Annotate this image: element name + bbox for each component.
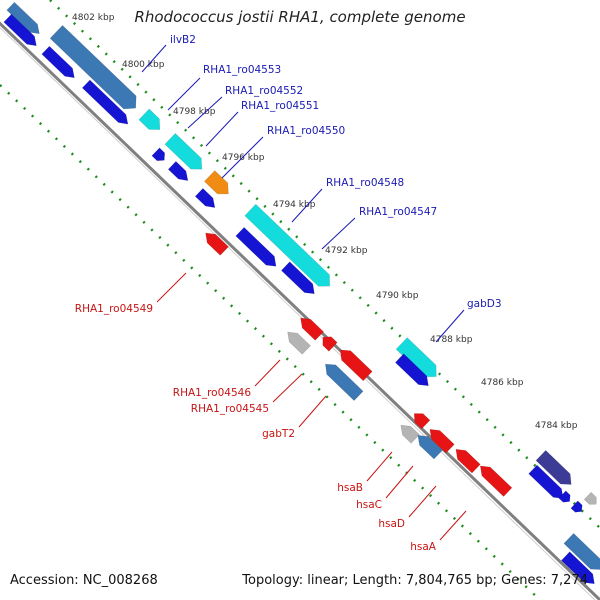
label-leader — [141, 44, 167, 73]
gene-reverse — [287, 331, 311, 355]
gene-label-reverse: hsaD — [378, 518, 405, 530]
label-leader — [408, 485, 437, 518]
gene-label-reverse: hsaA — [410, 541, 437, 553]
gene-forward — [164, 132, 203, 170]
label-leader — [321, 217, 356, 250]
gene-label-forward: RHA1_ro04553 — [203, 64, 281, 76]
gene-reverse — [455, 448, 481, 474]
gene-label-forward: RHA1_ro04550 — [267, 125, 345, 137]
label-leader — [205, 111, 239, 147]
gene-forward — [41, 45, 75, 79]
gene-forward — [563, 532, 600, 570]
gene-reverse — [325, 363, 364, 402]
kbp-tick-label: 4790 kbp — [376, 291, 419, 301]
gene-label-forward: RHA1_ro04548 — [326, 177, 404, 189]
gene-reverse — [300, 317, 324, 341]
gene-reverse — [429, 428, 455, 454]
gene-reverse — [205, 232, 229, 256]
gene-label-reverse: RHA1_ro04549 — [75, 303, 153, 315]
gene-label-reverse: hsaB — [337, 482, 363, 494]
label-leader — [298, 395, 327, 428]
gene-forward — [138, 108, 161, 130]
gene-forward — [194, 187, 216, 208]
gene-forward — [6, 1, 40, 35]
genome-summary-text: Topology: linear; Length: 7,804,765 bp; … — [242, 573, 588, 588]
label-leader — [385, 465, 414, 499]
gene-forward — [570, 500, 583, 513]
gene-reverse — [479, 465, 513, 497]
kbp-tick-label: 4800 kbp — [122, 60, 165, 70]
tick-track-1 — [49, 0, 600, 529]
label-leader — [439, 510, 467, 541]
gene-forward — [151, 147, 166, 162]
gene-forward — [203, 170, 229, 195]
label-leader — [291, 188, 323, 223]
label-leader — [221, 136, 264, 179]
gene-reverse — [400, 424, 420, 444]
map-title: Rhodococcus jostii RHA1, complete genome — [134, 8, 466, 26]
gene-forward — [558, 490, 571, 503]
kbp-tick-label: 4788 kbp — [430, 335, 473, 345]
gene-label-forward: gabD3 — [467, 298, 502, 310]
gene-forward — [560, 551, 595, 585]
gene-reverse — [413, 413, 431, 430]
gene-forward — [395, 337, 437, 378]
gene-forward — [528, 464, 564, 499]
gene-label-forward: ilvB2 — [170, 34, 196, 46]
gene-forward — [167, 160, 189, 181]
gene-reverse — [417, 434, 443, 460]
gene-label-reverse: gabT2 — [262, 428, 295, 440]
label-leader — [366, 451, 393, 482]
label-leader — [187, 96, 223, 129]
kbp-tick-label: 4784 kbp — [535, 421, 578, 431]
genome-backbone-shadow — [0, 26, 596, 600]
gene-forward — [394, 353, 429, 387]
gene-reverse — [322, 336, 338, 352]
gene-forward — [535, 449, 572, 485]
gene-label-reverse: RHA1_ro04545 — [191, 403, 269, 415]
gene-label-forward: RHA1_ro04551 — [241, 100, 319, 112]
gene-forward — [583, 491, 597, 505]
kbp-tick-label: 4802 kbp — [72, 13, 115, 23]
gene-label-forward: RHA1_ro04552 — [225, 85, 303, 97]
label-leader — [435, 309, 465, 343]
gene-label-reverse: hsaC — [356, 499, 382, 511]
gene-forward — [81, 79, 129, 125]
label-leader — [156, 272, 187, 303]
label-leader — [272, 373, 303, 403]
gene-label-forward: RHA1_ro04547 — [359, 206, 437, 218]
kbp-tick-label: 4796 kbp — [222, 153, 265, 163]
gene-label-reverse: RHA1_ro04546 — [173, 387, 252, 399]
kbp-tick-label: 4786 kbp — [481, 378, 524, 388]
kbp-tick-label: 4794 kbp — [273, 200, 316, 210]
accession-text: Accession: NC_008268 — [10, 573, 158, 588]
kbp-tick-label: 4798 kbp — [173, 107, 216, 117]
gene-reverse — [339, 349, 373, 382]
gene-forward — [235, 226, 277, 267]
gene-forward — [280, 261, 315, 295]
kbp-tick-label: 4792 kbp — [325, 246, 368, 256]
gene-forward — [3, 13, 37, 47]
genome-backbone — [0, 21, 600, 600]
gene-forward — [244, 203, 331, 287]
gene-forward — [49, 24, 137, 110]
label-leader — [167, 77, 201, 111]
label-leader — [254, 359, 281, 387]
